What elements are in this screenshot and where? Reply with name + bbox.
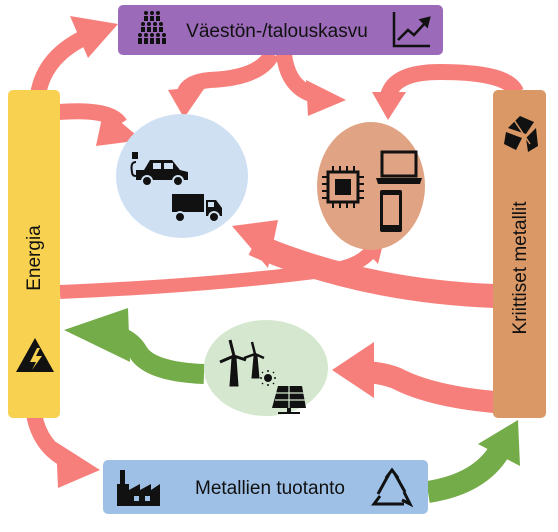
electric-car-icon [130,152,188,187]
production-box-label: Metallien tuotanto [195,478,345,499]
crystal-ore-icon [504,116,538,152]
arrow-growth-to-transport [168,49,280,118]
population-icon [138,11,166,44]
chip-icon [322,166,364,208]
arrow-metals-to-renewables [332,342,496,413]
metals-box-label: Kriittiset metallit [510,201,531,335]
arrow-renewables-to-energy [64,308,205,384]
electronics-circle [317,122,425,250]
arrow-energy-to-production [26,412,100,488]
demand-arrows [26,16,524,488]
high-voltage-warning-icon [16,338,54,372]
arrow-energy-to-growth [30,16,118,97]
truck-icon [172,194,222,223]
solar-panel-icon [272,386,306,414]
recycle-icon [371,467,414,508]
growth-box-label: Väestön-/talouskasvu [186,21,368,42]
arrow-metals-to-electronics [372,63,524,120]
energy-box-label: Energia [24,225,45,291]
arrow-growth-to-electronics [276,52,346,116]
wind-turbine-icon [219,339,265,387]
arrow-metals-to-transport [232,220,495,308]
growth-chart-icon [392,12,431,48]
smartphone-icon [380,190,402,232]
transport-circle [116,114,248,238]
arrow-production-to-metals [426,420,520,503]
renewables-circle [204,320,328,416]
growth-box: Väestön-/talouskasvu [118,5,443,55]
energy-box: Energia [8,90,60,418]
factory-icon [117,470,160,506]
laptop-icon [376,150,422,184]
arrow-energy-to-transport [57,103,142,146]
production-box: Metallien tuotanto [103,460,428,514]
metals-box: Kriittiset metallit [493,90,546,418]
sun-icon [260,370,276,386]
supply-arrows [64,308,520,503]
